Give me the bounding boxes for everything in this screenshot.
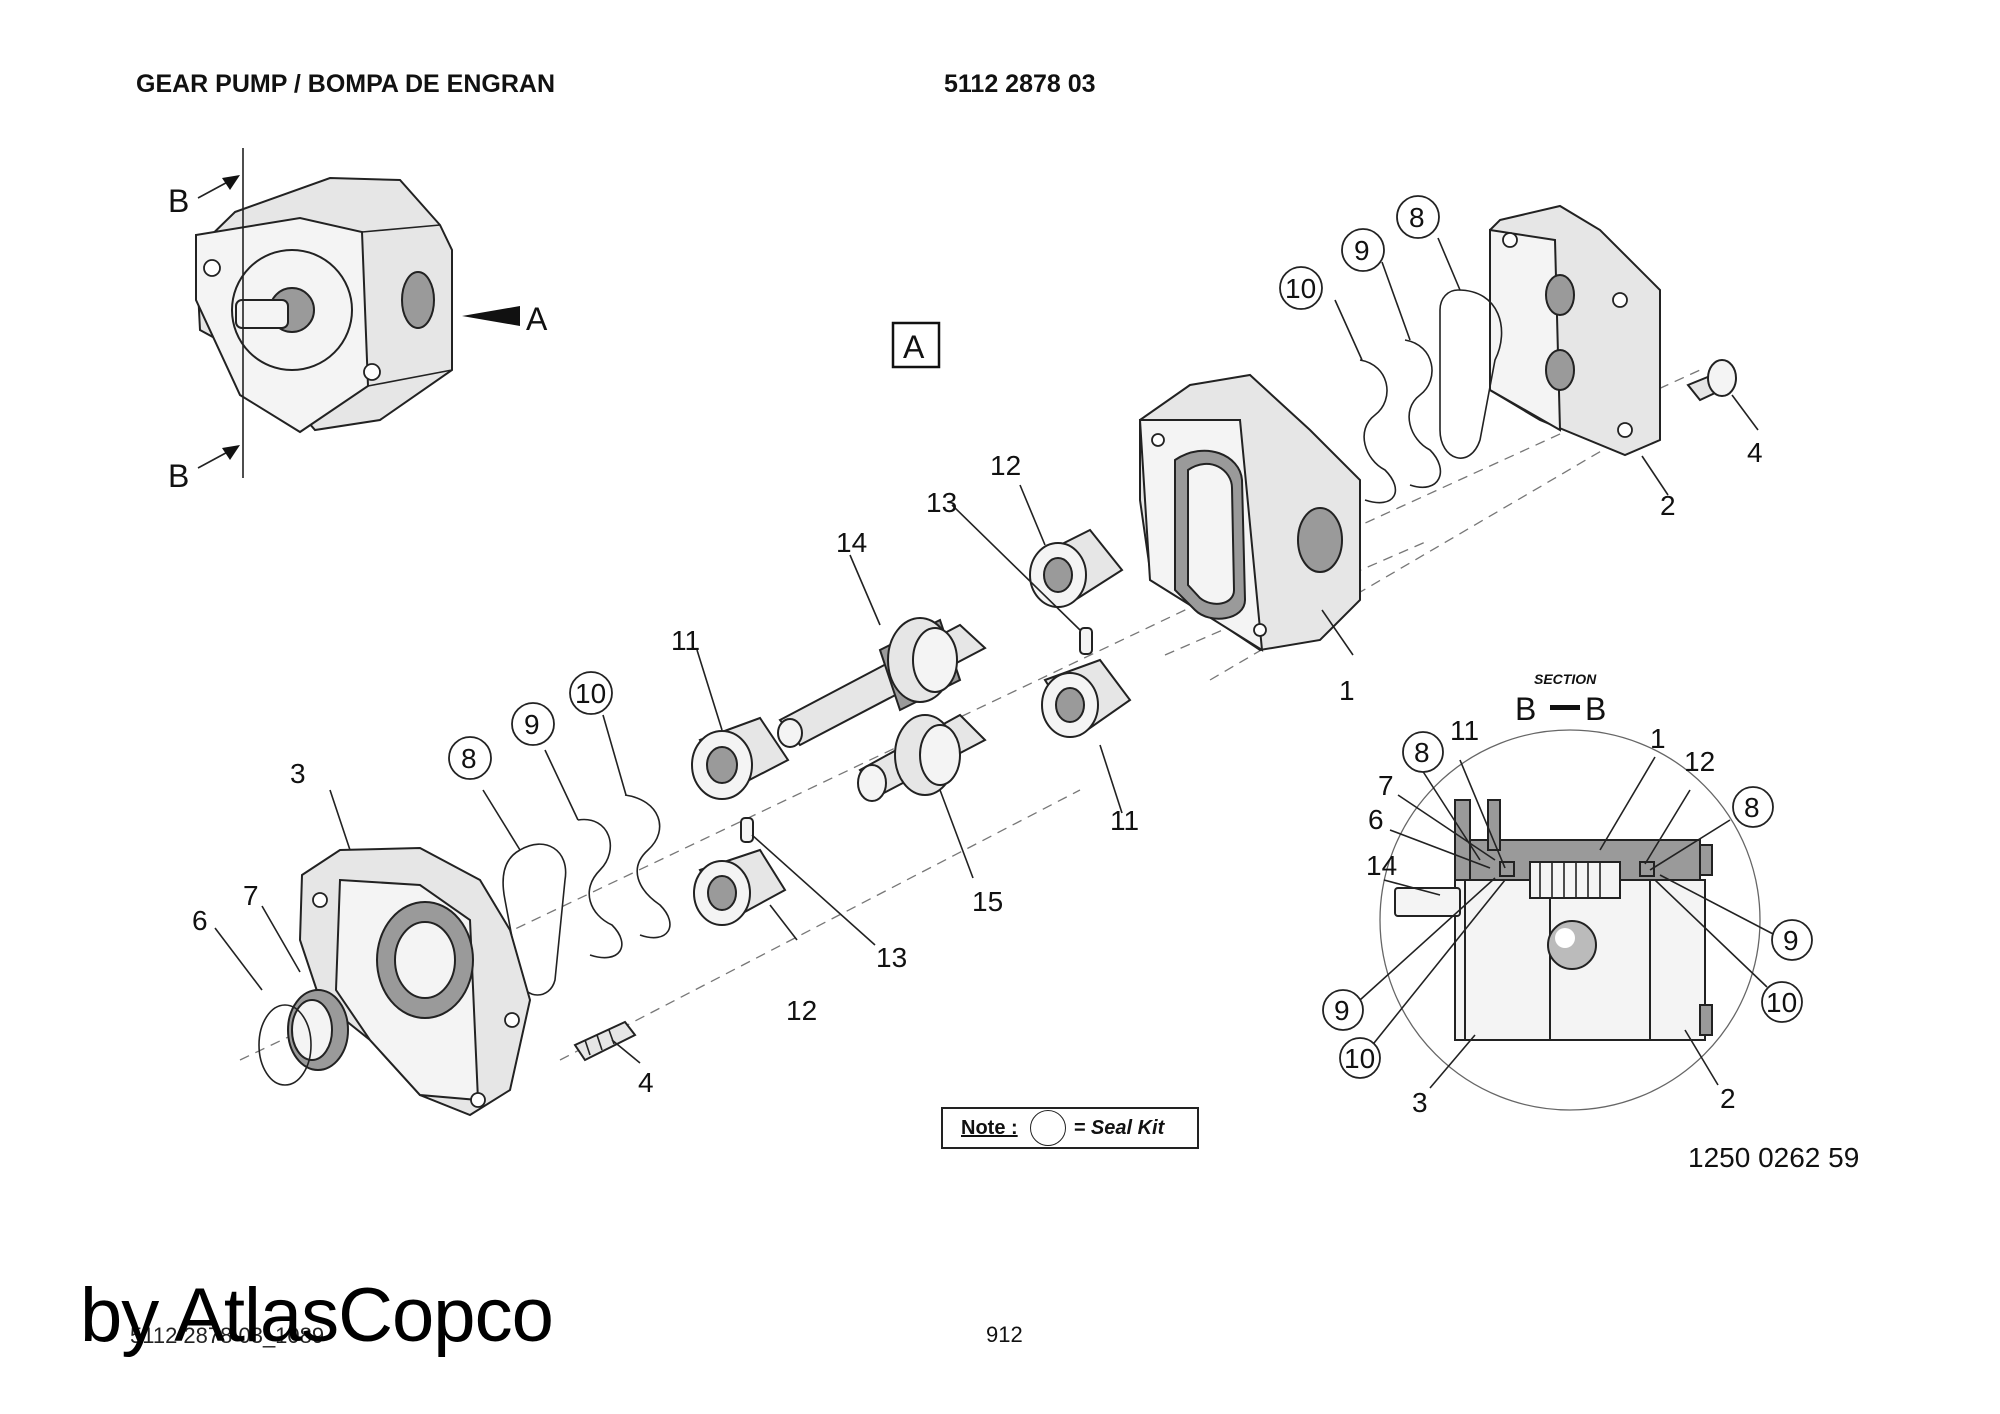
section-callout-8-right: 8 — [1744, 792, 1760, 823]
section-marker-bottom: B — [168, 458, 189, 494]
callout-11-right: 11 — [1110, 805, 1139, 836]
view-a-box-label: A — [903, 329, 925, 365]
part-number: 5112 2878 03 — [944, 70, 1096, 98]
document-title: GEAR PUMP / BOMPA DE ENGRAN — [136, 70, 556, 98]
section-seal-circle-9-left — [1322, 989, 1364, 1031]
callout-4-right: 4 — [1747, 437, 1763, 468]
section-callout-1: 1 — [1650, 723, 1666, 754]
seal-kit-circle-icon — [1029, 1110, 1066, 1146]
dowel-pin-13-upper — [1079, 627, 1093, 655]
backup-ring-9-left — [577, 818, 623, 959]
section-callout-12: 12 — [1684, 746, 1715, 777]
drawing-number: 1250 0262 59 — [1688, 1142, 1860, 1173]
seal-kit-circle-9-right — [1341, 228, 1385, 272]
section-seal-circle-8-left — [1402, 731, 1444, 773]
backup-ring-9-right — [1404, 339, 1442, 488]
section-callout-10-right: 10 — [1766, 987, 1797, 1018]
seal-10-left — [624, 794, 671, 939]
callout-7: 7 — [243, 880, 259, 911]
callout-12-upper: 12 — [990, 450, 1021, 481]
callout-15: 15 — [972, 886, 1003, 917]
section-callout-2: 2 — [1720, 1083, 1736, 1114]
drive-gear-shaft-14 — [777, 617, 987, 748]
section-seal-circle-10-right — [1761, 981, 1803, 1023]
callout-6: 6 — [192, 905, 208, 936]
section-callout-9-right: 9 — [1783, 925, 1799, 956]
callout-10-left: 10 — [575, 678, 606, 709]
front-cover-part — [298, 846, 532, 1117]
callout-3: 3 — [290, 758, 306, 789]
callout-9-left: 9 — [524, 709, 540, 740]
view-a-box — [891, 321, 941, 369]
seal-kit-note: Note : = Seal Kit — [941, 1107, 1199, 1149]
dowel-pin-13-lower — [740, 817, 754, 843]
callout-9-right: 9 — [1354, 235, 1370, 266]
seal-kit-circle-8-right — [1396, 195, 1440, 239]
section-callout-7: 7 — [1378, 770, 1394, 801]
retaining-ring-6 — [258, 1004, 312, 1086]
section-marker-top: B — [168, 183, 189, 219]
note-text: = Seal Kit — [1073, 1116, 1165, 1139]
driven-gear-15 — [857, 713, 987, 802]
assembled-pump-illustration — [194, 176, 453, 434]
section-label-dash — [1550, 705, 1580, 710]
view-arrow-a — [462, 306, 520, 326]
seal-kit-circle-9-left — [511, 702, 555, 746]
section-callout-14: 14 — [1366, 850, 1397, 881]
section-callout-10-left: 10 — [1344, 1043, 1375, 1074]
bushing-11-right — [1041, 658, 1132, 738]
page-number: 912 — [986, 1322, 1023, 1347]
rear-cover-part — [1489, 204, 1661, 457]
section-callout-6: 6 — [1368, 804, 1384, 835]
callout-4-left: 4 — [638, 1067, 654, 1098]
seal-10-right — [1359, 359, 1397, 504]
section-callout-3: 3 — [1412, 1087, 1428, 1118]
callout-13-lower: 13 — [876, 942, 907, 973]
section-label-right: B — [1585, 691, 1606, 727]
view-arrow-label: A — [526, 301, 548, 337]
seal-kit-circle-8-left — [448, 736, 492, 780]
section-seal-circle-10-left — [1339, 1037, 1381, 1079]
section-b-b-view: SECTION B B — [1379, 671, 1761, 1111]
section-seal-circle-8-right — [1732, 786, 1774, 828]
section-seal-circle-9-right — [1771, 919, 1813, 961]
callout-11-left: 11 — [671, 625, 700, 656]
pump-body-part — [1138, 373, 1361, 652]
section-label-left: B — [1515, 691, 1536, 727]
shaft-seal-7 — [287, 989, 349, 1071]
callout-2: 2 — [1660, 490, 1676, 521]
section-callout-9-left: 9 — [1334, 995, 1350, 1026]
callout-1: 1 — [1339, 675, 1355, 706]
screw-part-left — [573, 1020, 637, 1062]
bushing-12-lower — [693, 848, 787, 926]
screw-part-right — [1686, 359, 1737, 402]
bushing-11-left — [691, 716, 790, 800]
watermark: by AtlasCopco — [80, 1273, 554, 1358]
note-label: Note : — [961, 1116, 1018, 1139]
seal-kit-circle-10-left — [569, 671, 613, 715]
callout-13-upper: 13 — [926, 487, 957, 518]
callout-8-left: 8 — [461, 743, 477, 774]
callout-12-lower: 12 — [786, 995, 817, 1026]
file-reference: 5112 2878 03_1089 — [130, 1323, 325, 1348]
seal-kit-circle-10-right — [1279, 266, 1323, 310]
section-callout-11: 11 — [1450, 715, 1479, 746]
o-ring-8-right — [1439, 289, 1503, 459]
section-detail-circle — [1379, 729, 1761, 1111]
callout-8-right: 8 — [1409, 202, 1425, 233]
section-callout-8-left: 8 — [1414, 737, 1430, 768]
callout-10-right: 10 — [1285, 273, 1316, 304]
o-ring-8-left — [502, 843, 567, 996]
section-heading: SECTION — [1534, 671, 1597, 687]
callout-14: 14 — [836, 527, 867, 558]
bushing-12-upper — [1029, 528, 1124, 608]
